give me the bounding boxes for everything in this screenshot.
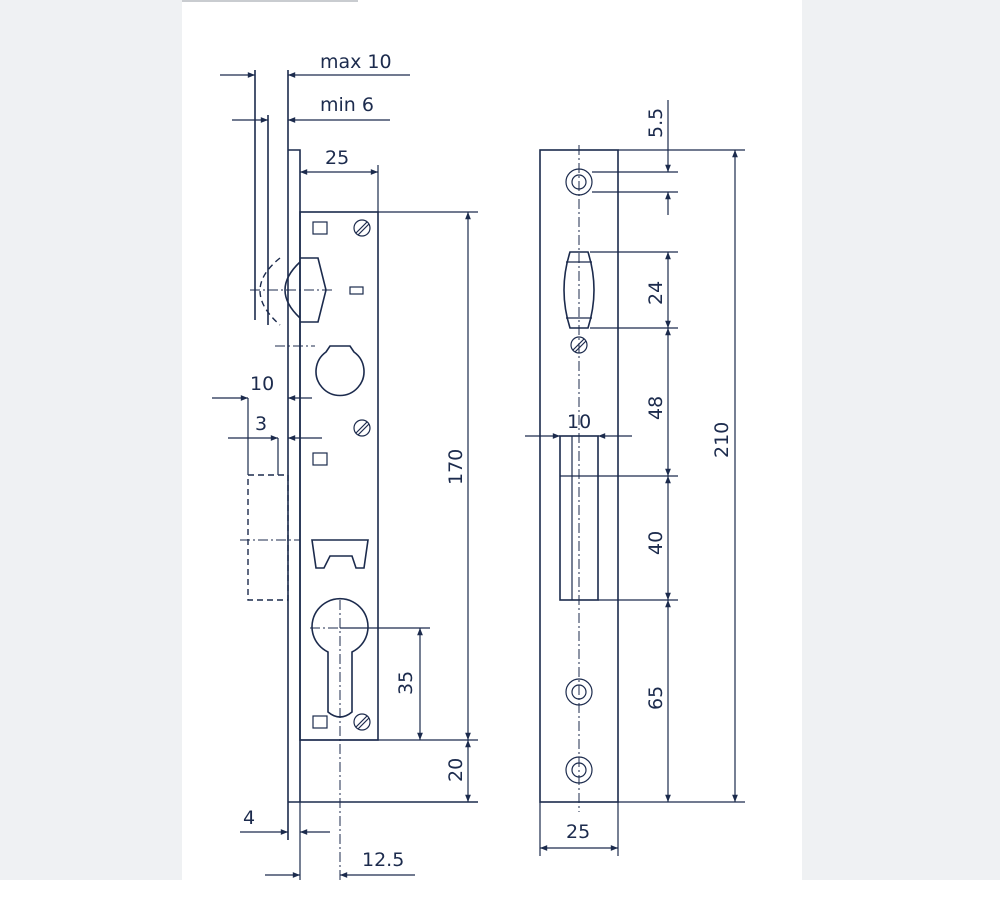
dim-gap-48: 48 (645, 396, 667, 420)
lock-body (299, 211, 379, 741)
dim-height-170: 170 (445, 449, 467, 485)
screw-icon (353, 713, 371, 731)
top-bar (182, 0, 358, 2)
cylinder-hole (311, 597, 369, 718)
dim-offset-12-5: 12.5 (362, 849, 404, 871)
dim-top-5-5: 5.5 (645, 108, 667, 138)
dim-bolt-10: 10 (250, 373, 274, 395)
screw-icon (570, 336, 588, 354)
dim-height-35: 35 (395, 671, 417, 695)
dim-slot-10: 10 (567, 411, 591, 433)
dim-plate-4: 4 (243, 807, 255, 829)
dim-bolt-40: 40 (645, 531, 667, 555)
front-view: 5.5 24 48 40 65 210 10 25 (525, 100, 745, 856)
latch-opening (563, 251, 595, 329)
follower-hole (315, 345, 365, 397)
side-view: max 10 min 6 25 170 20 35 10 3 4 12.5 (212, 51, 478, 880)
dim-width-25-front: 25 (566, 821, 590, 843)
dim-max-10: max 10 (320, 51, 392, 73)
screw-hole-icon (565, 678, 593, 706)
dim-min-6: min 6 (320, 94, 374, 116)
bolt (247, 474, 289, 601)
screw-icon (353, 219, 371, 237)
dim-bolt-3: 3 (255, 413, 267, 435)
screw-icon (353, 419, 371, 437)
dim-bottom-65: 65 (645, 686, 667, 710)
dim-height-20: 20 (445, 758, 467, 782)
dim-latch-24: 24 (645, 281, 667, 305)
dim-total-210: 210 (711, 422, 733, 458)
screw-hole-icon (565, 168, 593, 196)
dim-width-25: 25 (325, 147, 349, 169)
screw-hole-icon (565, 756, 593, 784)
left-background (0, 0, 182, 880)
right-background (802, 0, 1000, 880)
bolt-slot (559, 435, 599, 601)
hook (311, 539, 369, 569)
drawing-panel (182, 0, 802, 880)
